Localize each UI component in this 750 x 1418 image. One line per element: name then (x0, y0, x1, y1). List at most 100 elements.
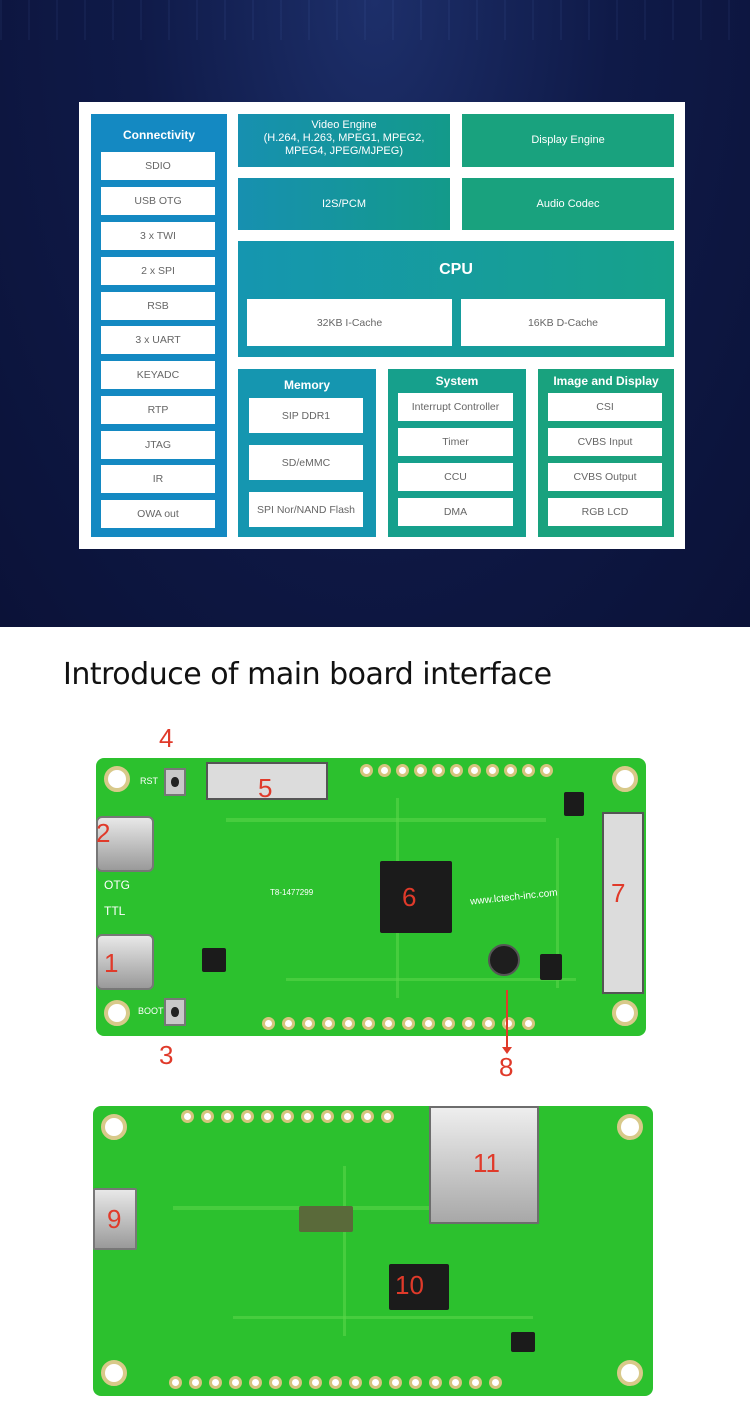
header-pin (349, 1376, 362, 1389)
header-pin (414, 764, 427, 777)
header-pin (422, 1017, 435, 1030)
small-ic (299, 1206, 353, 1232)
header-pin (449, 1376, 462, 1389)
header-pin (249, 1376, 262, 1389)
image-display-title: Image and Display (553, 374, 659, 388)
video-engine-block: Video Engine (H.264, H.263, MPEG1, MPEG2… (238, 114, 450, 167)
section-title: Introduce of main board interface (63, 657, 552, 692)
mounting-hole (101, 1114, 127, 1140)
memory-item: SIP DDR1 (249, 398, 363, 433)
connectivity-item: 3 x TWI (101, 222, 215, 250)
header-pin (502, 1017, 515, 1030)
callout-2: 2 (96, 818, 111, 848)
header-pin (432, 764, 445, 777)
system-item: Interrupt Controller (398, 393, 513, 421)
callout-8: 8 (499, 1052, 514, 1082)
mounting-hole (617, 1114, 643, 1140)
url-silkscreen: www.lctech-inc.com (469, 887, 559, 908)
header-pin (341, 1110, 354, 1123)
header-pin (389, 1376, 402, 1389)
part-silkscreen: T8-1477299 (270, 888, 314, 897)
header-pin (462, 1017, 475, 1030)
connectivity-item: 3 x UART (101, 326, 215, 354)
display-engine-block: Display Engine (462, 114, 674, 167)
image-display-item: CSI (548, 393, 662, 421)
system-title: System (435, 374, 479, 388)
small-ic (511, 1332, 535, 1352)
image-display-item: CVBS Input (548, 428, 662, 456)
ttl-silkscreen: TTL (104, 904, 126, 918)
connectivity-item: USB OTG (101, 187, 215, 215)
header-pin (181, 1110, 194, 1123)
mounting-hole (612, 766, 638, 792)
connectivity-item: SDIO (101, 152, 215, 180)
mounting-hole (612, 1000, 638, 1026)
system-item: Timer (398, 428, 513, 456)
header-pin (409, 1376, 422, 1389)
pcb-trace (343, 1166, 346, 1336)
block-diagram: Connectivity SDIO USB OTG 3 x TWI 2 x SP… (79, 102, 685, 549)
usb-c-port-otg (96, 816, 154, 872)
memory-block: Memory SIP DDR1 SD/eMMC SPI Nor/NAND Fla… (238, 369, 376, 537)
header-pin (402, 1017, 415, 1030)
header-pin (209, 1376, 222, 1389)
header-pin (450, 764, 463, 777)
header-pin (201, 1110, 214, 1123)
header-pin (261, 1110, 274, 1123)
callout-7: 7 (611, 878, 626, 908)
fpc-connector-top (206, 762, 328, 800)
display-engine-label: Display Engine (531, 134, 605, 146)
pcb-trace (233, 1316, 533, 1319)
fpc-connector-side (602, 812, 644, 994)
image-display-block: Image and Display CSI CVBS Input CVBS Ou… (538, 369, 674, 537)
small-ic (564, 792, 584, 816)
image-display-item: CVBS Output (548, 463, 662, 491)
audio-codec-block: Audio Codec (462, 178, 674, 230)
otg-silkscreen: OTG (104, 878, 130, 892)
header-pin (361, 1110, 374, 1123)
header-pin (378, 764, 391, 777)
connectivity-item: IR (101, 465, 215, 493)
video-engine-codecs-line2: MPEG4, JPEG/MJPEG) (285, 145, 403, 157)
callout-10: 10 (395, 1270, 424, 1300)
header-pin (468, 764, 481, 777)
connectivity-item: JTAG (101, 431, 215, 459)
header-pin (241, 1110, 254, 1123)
header-pin (281, 1110, 294, 1123)
header-pin (482, 1017, 495, 1030)
banner-background: Connectivity SDIO USB OTG 3 x TWI 2 x SP… (0, 0, 750, 627)
header-pin (382, 1017, 395, 1030)
microphone (488, 944, 520, 976)
image-display-item: RGB LCD (548, 498, 662, 526)
back-board-image: 9 10 11 (93, 1106, 653, 1396)
banner-decoration (0, 0, 750, 40)
header-pin (322, 1017, 335, 1030)
header-pin (486, 764, 499, 777)
connectivity-item: RSB (101, 292, 215, 320)
mounting-hole (104, 1000, 130, 1026)
memory-item: SPI Nor/NAND Flash (249, 492, 363, 527)
video-engine-title: Video Engine (311, 119, 377, 131)
pcb-trace (286, 978, 576, 981)
connectivity-item: 2 x SPI (101, 257, 215, 285)
i2s-pcm-label: I2S/PCM (321, 198, 366, 210)
header-pin (504, 764, 517, 777)
callout-3: 3 (159, 1040, 174, 1070)
memory-item: SD/eMMC (249, 445, 363, 480)
mounting-hole (104, 766, 130, 792)
header-pin (396, 764, 409, 777)
reset-button (164, 768, 186, 796)
header-pin (522, 764, 535, 777)
header-pin (262, 1017, 275, 1030)
header-pin (489, 1376, 502, 1389)
callout-11: 11 (473, 1148, 500, 1178)
header-pin (540, 764, 553, 777)
usb-c-port-ttl (96, 934, 154, 990)
header-pin (221, 1110, 234, 1123)
icache-cell: 32KB I-Cache (247, 299, 452, 346)
cpu-block: CPU 32KB I-Cache 16KB D-Cache (238, 241, 674, 357)
connectivity-block: Connectivity SDIO USB OTG 3 x TWI 2 x SP… (91, 114, 227, 537)
flash-chip (389, 1264, 449, 1310)
callout-1: 1 (104, 948, 119, 978)
header-pin (369, 1376, 382, 1389)
